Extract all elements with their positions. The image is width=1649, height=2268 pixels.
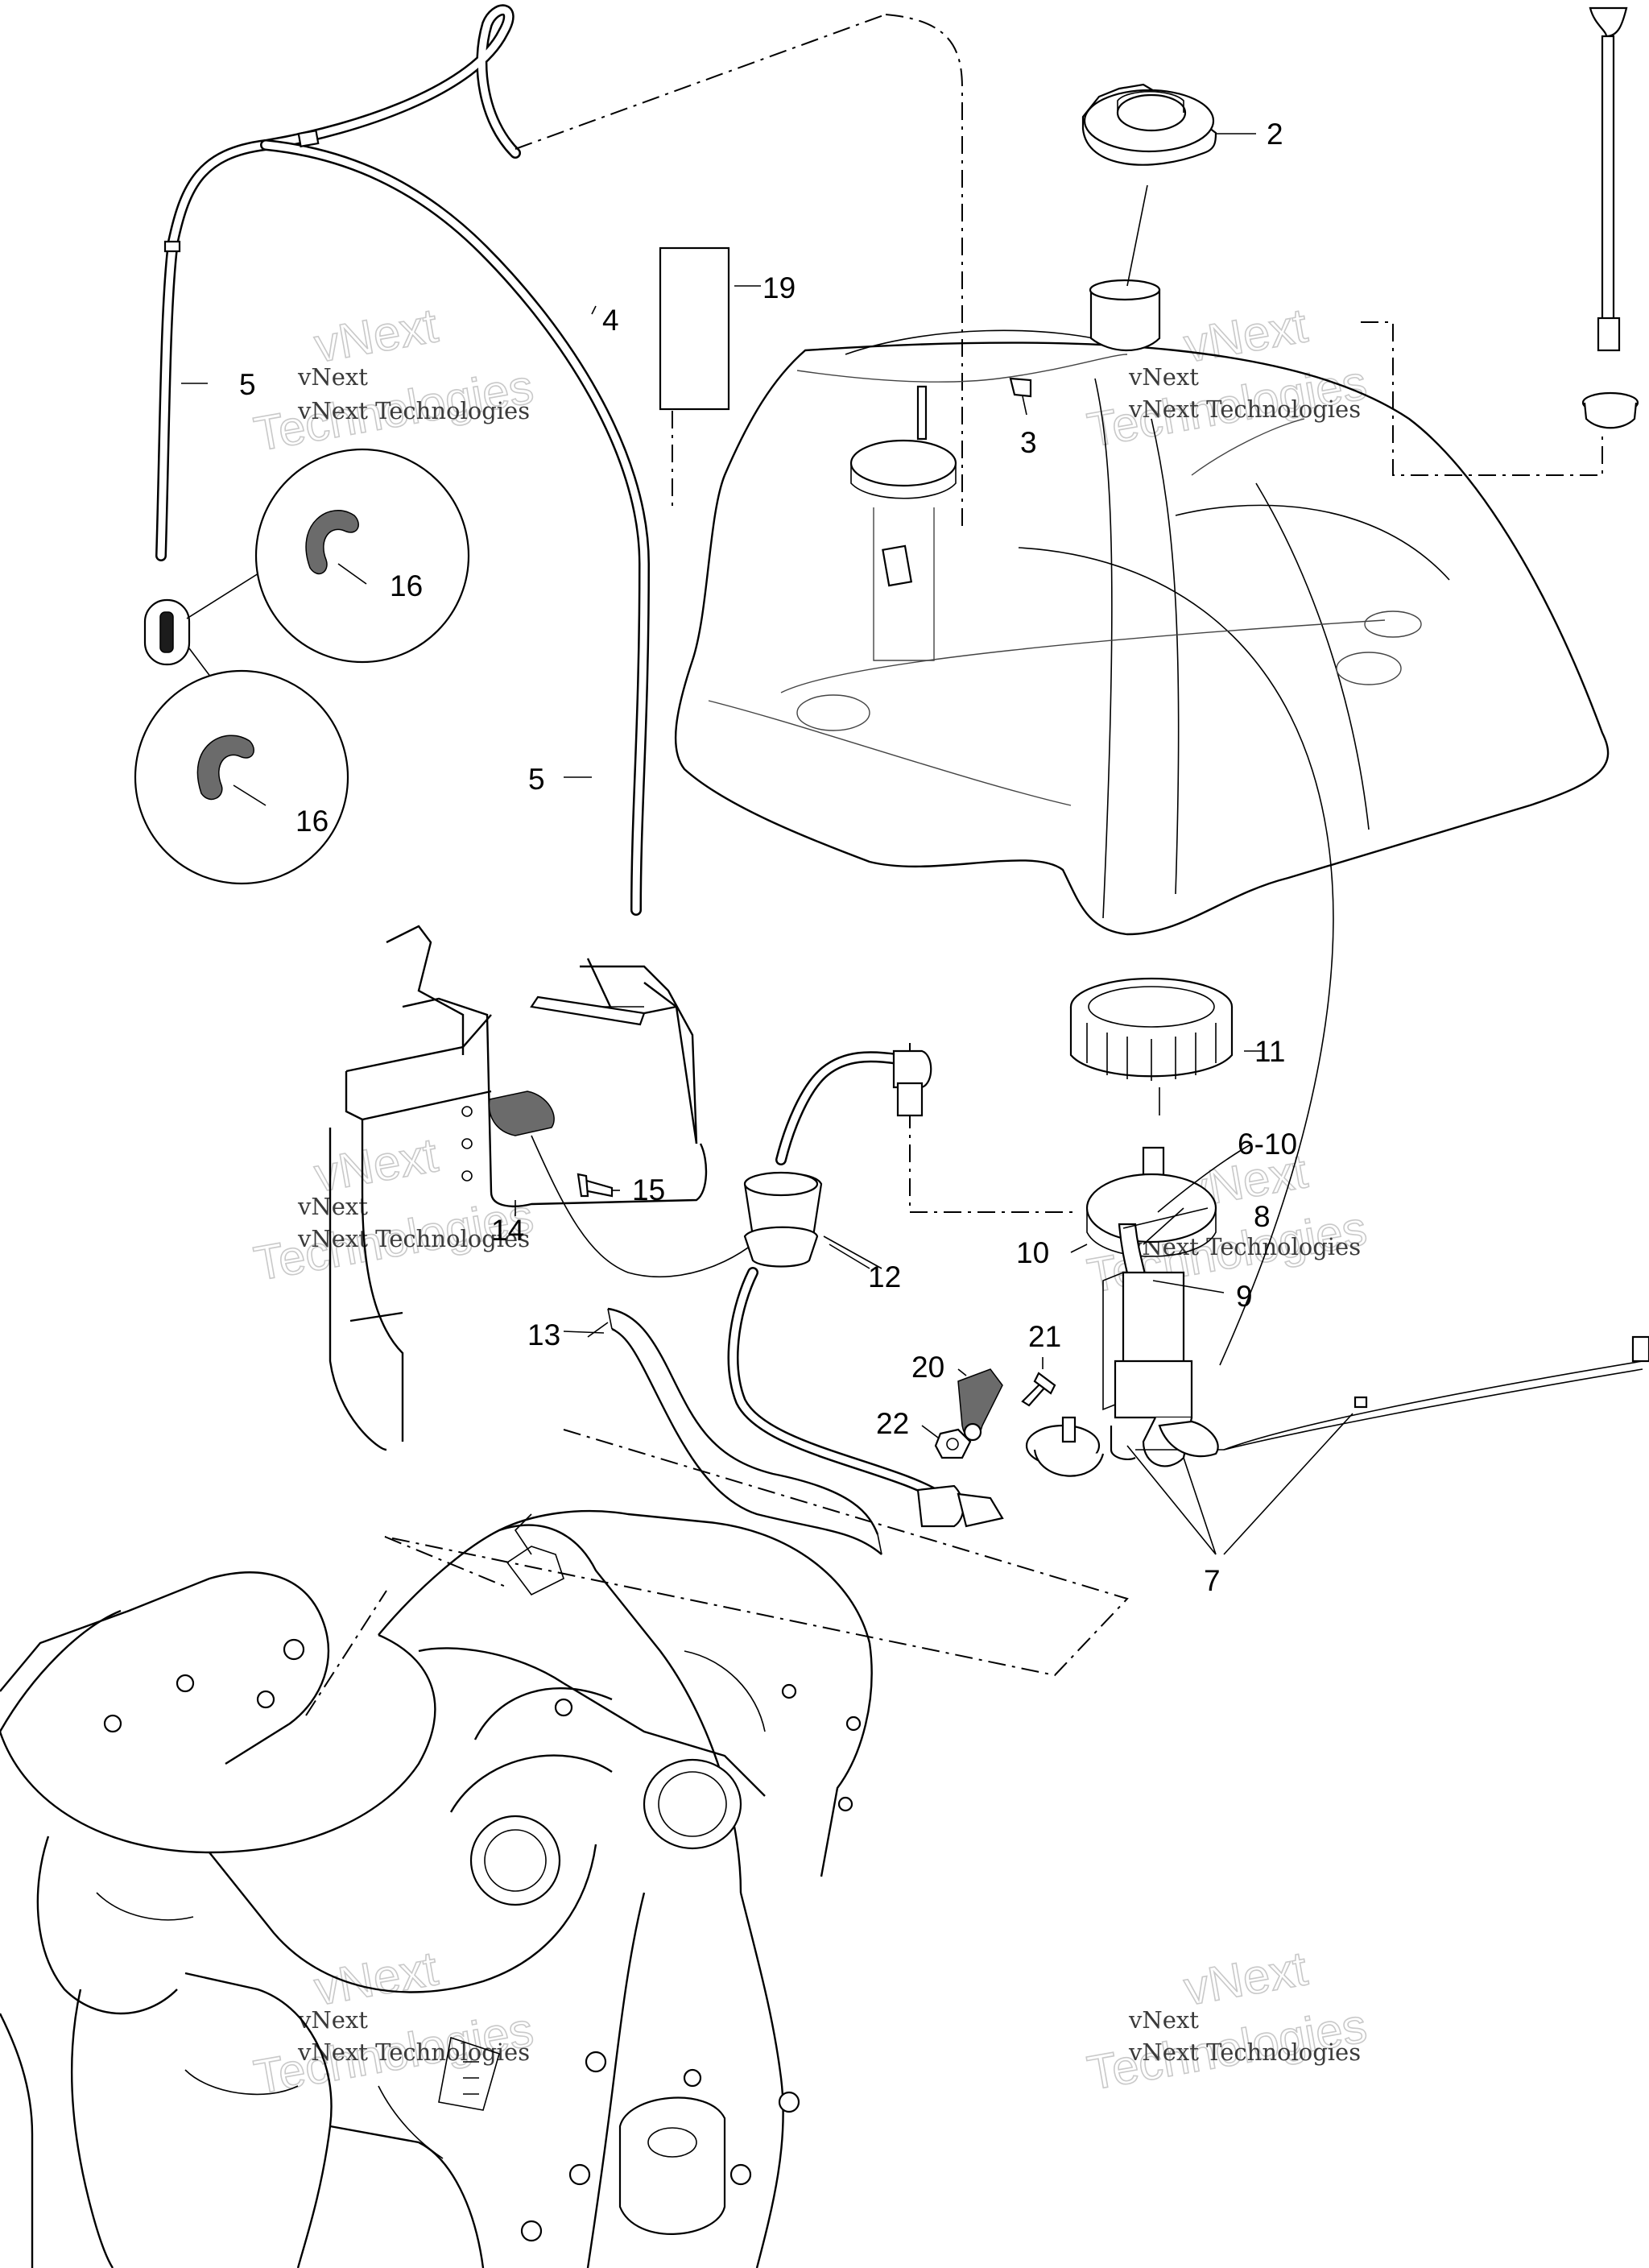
callout-19: 19 <box>763 271 796 304</box>
watermark-company: vNext Technologies <box>297 397 530 424</box>
callout-16-top: 16 <box>390 569 423 602</box>
callout-13: 13 <box>527 1318 560 1351</box>
spring-clamp-detail <box>134 448 470 885</box>
callout-22: 22 <box>876 1407 909 1440</box>
watermark-6: vNext Technologies vNext vNext Technolog… <box>1083 1940 1371 2100</box>
callout-10: 10 <box>1016 1236 1049 1269</box>
watermark-big-line1: vNext <box>311 1941 442 2016</box>
label-part-19 <box>659 246 730 411</box>
callout-16-bottom: 16 <box>295 805 329 838</box>
fuel-cap-part-2 <box>1081 83 1217 287</box>
callout-5-bottom: 5 <box>528 763 545 796</box>
callout-labels: 2 3 4 5 5 6-10 7 8 9 10 11 12 13 14 15 1… <box>239 118 1297 1597</box>
callout-21: 21 <box>1028 1320 1061 1353</box>
callout-3: 3 <box>1020 426 1037 459</box>
callout-14: 14 <box>491 1214 524 1247</box>
fuel-level-sender-rod <box>1581 6 1639 429</box>
watermark-small-line1: vNext <box>297 1193 368 1220</box>
callout-11: 11 <box>1254 1035 1285 1068</box>
leader-lines <box>181 133 1354 1555</box>
fuel-filter-line-part-12 <box>727 1049 1004 1528</box>
callout-4: 4 <box>602 304 619 337</box>
engine-block <box>0 1509 873 2268</box>
callout-7: 7 <box>1204 1564 1221 1597</box>
callout-9: 9 <box>1236 1280 1253 1313</box>
callout-2: 2 <box>1267 118 1283 151</box>
vent-hose-part-4 <box>155 4 650 916</box>
frame-bracket <box>329 925 708 1451</box>
watermark-small-line1: vNext <box>1128 2006 1199 2034</box>
clip-part-14 <box>488 1091 774 1278</box>
watermark-big-line1: vNext <box>1180 298 1312 373</box>
fuel-pump-assembly-part-6-10 <box>1025 1146 1649 1477</box>
callout-12: 12 <box>868 1260 901 1293</box>
callout-20: 20 <box>911 1351 944 1384</box>
watermark-company: vNext Technologies <box>1128 2038 1361 2066</box>
watermark-small-line1: vNext <box>297 363 368 391</box>
screw-part-15 <box>577 1173 614 1198</box>
watermark-2: vNext Technologies vNext vNext Technolog… <box>1083 297 1371 457</box>
callout-6-10: 6-10 <box>1238 1128 1297 1161</box>
nut-part-22 <box>934 1428 972 1459</box>
watermark-company: vNext Technologies <box>297 1225 530 1252</box>
watermark-5: vNext Technologies vNext vNext Technolog… <box>250 1940 538 2105</box>
screw-part-21 <box>1021 1372 1056 1407</box>
watermark-big-line1: vNext <box>311 298 442 373</box>
callout-5-top: 5 <box>239 368 256 401</box>
bracket-part-20 <box>957 1368 1003 1442</box>
assembly-reference-lines <box>305 14 1603 1716</box>
callout-15: 15 <box>632 1173 665 1206</box>
hose-part-13 <box>587 1307 882 1555</box>
watermark-1: vNext Technologies vNext vNext Technolog… <box>250 297 538 461</box>
watermark-small-line1: vNext <box>1128 363 1199 391</box>
callout-8: 8 <box>1254 1200 1271 1233</box>
watermark-big-line1: vNext <box>1180 1941 1312 2016</box>
fuel-tank-assembly <box>674 279 1610 936</box>
lock-ring-part-11 <box>1069 977 1264 1115</box>
watermark-company: vNext Technologies <box>1128 395 1361 423</box>
watermark-3: vNext Technologies vNext vNext Technolog… <box>250 1127 538 1291</box>
watermark-company: vNext Technologies <box>297 2038 530 2066</box>
